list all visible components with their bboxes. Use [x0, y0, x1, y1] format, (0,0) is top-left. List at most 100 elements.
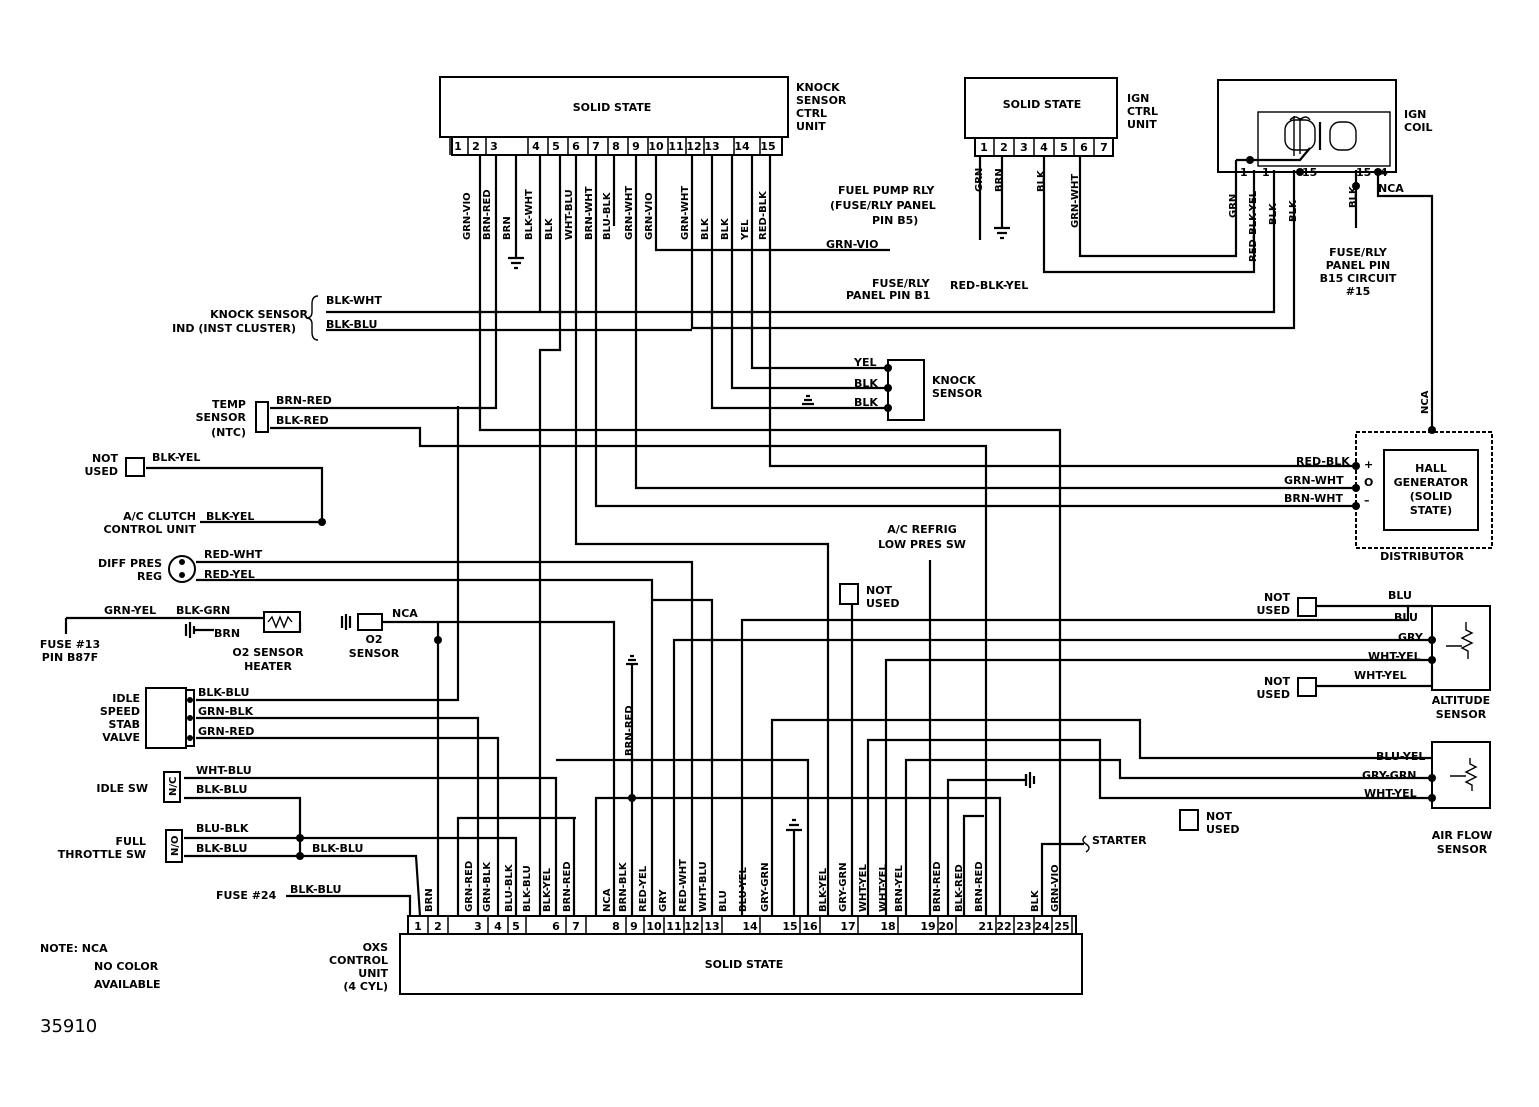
knock-wire-label: BLK — [720, 217, 731, 240]
oxs-wire-label: NCA — [602, 888, 613, 912]
o2-sensor-wire: NCA — [392, 607, 418, 620]
oxs-wire-label: BRN-RED — [974, 861, 985, 912]
altitude-name-2: SENSOR — [1436, 708, 1487, 721]
junction-dots — [187, 156, 1436, 860]
o2-sensor: NCA O2 SENSOR — [340, 607, 418, 660]
ign-pin-number: 6 — [1080, 141, 1088, 154]
not-used-2-l1: NOT — [866, 584, 893, 597]
oxs-pin-number: 23 — [1016, 920, 1031, 933]
knock-ind-l2: IND (INST CLUSTER) — [172, 322, 296, 335]
ign-pin-number: 4 — [1040, 141, 1048, 154]
o2-sensor-l2: SENSOR — [349, 647, 400, 660]
note-l1: NOTE: NCA — [40, 942, 108, 955]
knock-pin-number: 12 — [686, 140, 701, 153]
figure-id: 35910 — [40, 1016, 97, 1037]
knock-unit-name-3: CTRL — [796, 107, 827, 120]
knock-pin-number: 7 — [592, 140, 600, 153]
fuel-pump-l2: (FUSE/RLY PANEL — [830, 199, 936, 212]
knock-sensor-w3: BLK — [854, 396, 878, 409]
coil-pin-1a: 1 — [1240, 166, 1248, 179]
fuse24-wire: BLK-BLU — [290, 883, 341, 896]
idle-sw: N/C IDLE SW WHT-BLU BLK-BLU — [96, 764, 252, 803]
ign-pin-number: 1 — [980, 141, 988, 154]
oxs-name-4: (4 CYL) — [343, 980, 388, 993]
full-throttle-sw: N/O FULL THROTTLE SW BLU-BLK BLK-BLU BLK… — [58, 822, 363, 863]
knock-sensor-w1: YEL — [853, 356, 877, 369]
ign-wire-brn: BRN — [994, 168, 1005, 192]
idle-sw-tag: N/C — [168, 777, 179, 796]
ign-wire-blk: BLK — [1036, 169, 1047, 192]
knock-wire-label: RED-BLK — [758, 190, 769, 240]
fuse-b1-l1: FUSE/RLY — [872, 277, 931, 290]
oxs-unit-title: SOLID STATE — [705, 958, 784, 971]
alt-w3: GRY — [1398, 631, 1424, 644]
knock-wire-label: GRN-WHT — [680, 186, 691, 240]
oxs-wire-label: BLU-YEL — [738, 866, 749, 912]
knock-unit-name-1: KNOCK — [796, 81, 840, 94]
not-used-1-wire: BLK-YEL — [152, 451, 200, 464]
fuse24: FUSE #24 BLK-BLU — [216, 883, 341, 902]
oxs-pin-number: 12 — [684, 920, 699, 933]
ign-coil-name-2: COIL — [1404, 121, 1433, 134]
oxs-pin-number: 21 — [978, 920, 993, 933]
oxs-pin-number: 3 — [474, 920, 482, 933]
coil-wire-grn: GRN — [1228, 194, 1239, 218]
oxs-name-1: OXS — [363, 941, 388, 954]
knock-sensor-name-1: KNOCK — [932, 374, 976, 387]
knock-pin-number: 14 — [734, 140, 750, 153]
fuse13-l2: PIN B87F — [42, 651, 98, 664]
knock-pin-number: 9 — [632, 140, 640, 153]
oxs-wire-label: BRN-YEL — [894, 865, 905, 912]
oxs-pin-number: 4 — [494, 920, 502, 933]
alt-w2: BLU — [1394, 611, 1418, 624]
knock-ind-w2: BLK-BLU — [326, 318, 377, 331]
oxs-name-2: CONTROL — [329, 954, 388, 967]
ac-refrig-sw: A/C REFRIG LOW PRES SW — [878, 523, 966, 551]
oxs-wire-label: BLK — [1030, 889, 1041, 912]
coil-pin-4: 4 — [1380, 166, 1388, 179]
idle-sw-name: IDLE SW — [96, 782, 148, 795]
idle-valve-w2: GRN-BLK — [198, 705, 254, 718]
not-used-3-l1: NOT — [1206, 810, 1233, 823]
ign-unit-title: SOLID STATE — [1003, 98, 1082, 111]
oxs-pin-number: 17 — [840, 920, 855, 933]
full-throttle-w3: BLK-BLU — [312, 842, 363, 855]
o2-sensor-l1: O2 — [365, 633, 382, 646]
hall-l2: GENERATOR — [1394, 476, 1469, 489]
fuel-pump-wire: GRN-VIO — [826, 238, 878, 251]
fuse13-w1: GRN-YEL — [104, 604, 156, 617]
oxs-wire-label: BLK-RED — [954, 864, 965, 912]
knock-sensor-name-2: SENSOR — [932, 387, 983, 400]
altitude-sensor: ALTITUDE SENSOR NOT USED NOT USED BLU BL… — [1257, 589, 1491, 721]
knock-pin-number: 5 — [552, 140, 560, 153]
hall-l4: STATE) — [1410, 504, 1452, 517]
fuel-pump-rly-label: FUEL PUMP RLY (FUSE/RLY PANEL PIN B5) GR… — [826, 184, 936, 251]
oxs-name-3: UNIT — [358, 967, 388, 980]
fuse13-o2-heater: GRN-YEL BLK-GRN FUSE #13 PIN B87F BRN O2… — [40, 604, 304, 673]
dist-sign-minus: – — [1364, 494, 1370, 507]
idle-speed-stab-valve: IDLE SPEED STAB VALVE BLK-BLU GRN-BLK GR… — [100, 686, 254, 749]
note-l2: NO COLOR — [94, 960, 159, 973]
oxs-wire-label: BRN — [424, 888, 435, 912]
wires — [64, 147, 1434, 917]
idle-valve-w3: GRN-RED — [198, 725, 254, 738]
oxs-pin-number: 16 — [802, 920, 818, 933]
oxs-wire-label: WHT-YEL — [878, 863, 889, 912]
knock-pin-number: 13 — [704, 140, 719, 153]
ac-clutch-l1: A/C CLUTCH — [123, 510, 196, 523]
oxs-wire-label: BRN-RED — [562, 861, 573, 912]
oxs-wire-label: BLK-YEL — [818, 867, 829, 912]
fuse13-l1: FUSE #13 — [40, 638, 100, 651]
oxs-pin-number: 18 — [880, 920, 895, 933]
diff-pres-w1: RED-WHT — [204, 548, 263, 561]
diff-pres-l2: REG — [137, 570, 162, 583]
knock-ind-w1: BLK-WHT — [326, 294, 382, 307]
oxs-wire-label: BLK-YEL — [542, 867, 553, 912]
oxs-wire-label: GRN-VIO — [1050, 864, 1061, 912]
oxs-pin-number: 24 — [1034, 920, 1050, 933]
knock-wire-label: BRN-RED — [482, 189, 493, 240]
